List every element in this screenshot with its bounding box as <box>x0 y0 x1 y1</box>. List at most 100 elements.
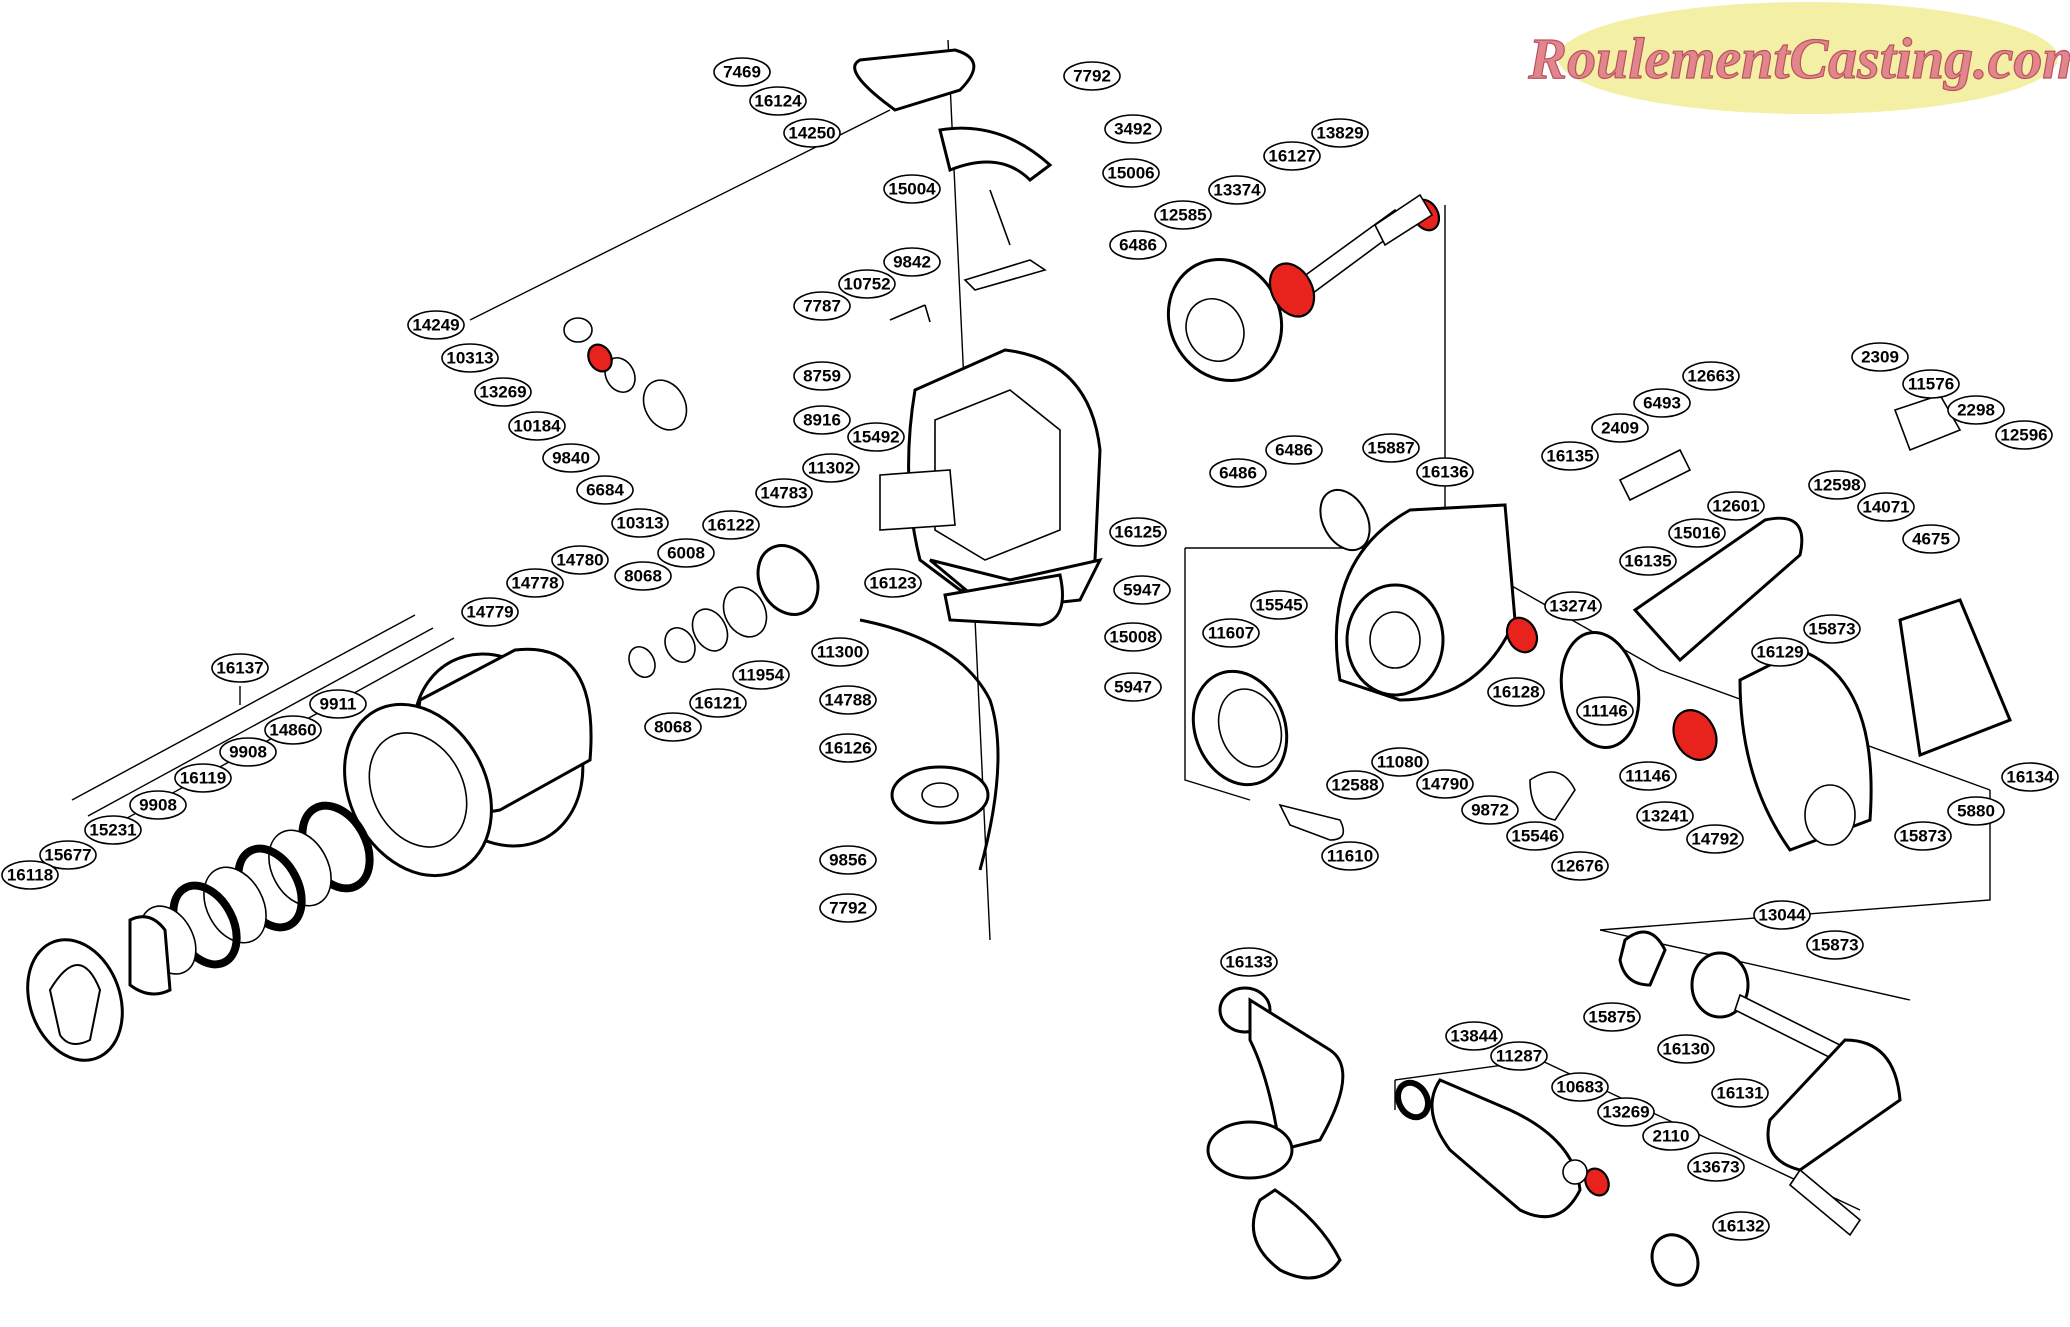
label-bubble <box>1202 618 1260 648</box>
part-number: 11610 <box>1327 847 1373 866</box>
part-label-15004: 15004 <box>883 174 941 204</box>
part-label-14783: 14783 <box>755 478 813 508</box>
label-bubble <box>1902 524 1960 554</box>
part-number: 12596 <box>2000 426 2047 445</box>
part-number: 14779 <box>466 603 513 622</box>
part-number: 16128 <box>1492 683 1539 702</box>
part-number: 11576 <box>1908 375 1954 394</box>
part-label-16125: 16125 <box>1109 517 1167 547</box>
part-label-5880: 5880 <box>1947 796 2005 826</box>
part-number: 8759 <box>803 367 841 386</box>
part-number: 11287 <box>1496 1047 1542 1066</box>
label-bubble <box>407 310 465 340</box>
part-number: 10313 <box>616 514 663 533</box>
part-label-2110: 2110 <box>1642 1121 1700 1151</box>
label-bubble <box>1326 770 1384 800</box>
part-label-2409: 2409 <box>1591 413 1649 443</box>
label-bubble <box>219 737 277 767</box>
part-number: 14249 <box>412 316 459 335</box>
part-number: 15546 <box>1511 827 1558 846</box>
part-label-9856: 9856 <box>819 845 877 875</box>
part-label-12676: 12676 <box>1551 851 1609 881</box>
part-label-11146: 11146 <box>1619 761 1677 791</box>
part-label-15875: 15875 <box>1583 1002 1641 1032</box>
part-label-6486: 6486 <box>1265 435 1323 465</box>
part-number: 14778 <box>511 574 558 593</box>
label-bubble <box>1220 947 1278 977</box>
part-number: 16135 <box>1624 552 1671 571</box>
label-bubble <box>883 247 941 277</box>
label-bubble <box>1104 622 1162 652</box>
part-number: 16118 <box>7 866 53 885</box>
part-label-9842: 9842 <box>883 247 941 277</box>
part-number: 2409 <box>1601 419 1639 438</box>
label-bubble <box>576 475 634 505</box>
label-bubble <box>441 343 499 373</box>
part-number: 6486 <box>1275 441 1313 460</box>
part-number: 15004 <box>888 180 936 199</box>
part-label-9872: 9872 <box>1461 795 1519 825</box>
part-label-16136: 16136 <box>1416 457 1474 487</box>
part-label-8916: 8916 <box>793 405 851 435</box>
gearbox-assembly <box>1191 394 2012 852</box>
part-number: 8916 <box>803 411 841 430</box>
label-bubble <box>1109 517 1167 547</box>
part-number: 9908 <box>139 796 177 815</box>
part-label-14778: 14778 <box>506 568 564 598</box>
part-number: 3492 <box>1114 120 1152 139</box>
label-bubble <box>474 377 532 407</box>
part-number: 13844 <box>1450 1027 1498 1046</box>
part-label-13269: 13269 <box>474 377 532 407</box>
label-bubble <box>1263 141 1321 171</box>
part-label-16135: 16135 <box>1541 441 1599 471</box>
part-label-15231: 15231 <box>84 815 142 845</box>
part-number: 12601 <box>1712 497 1759 516</box>
part-number: 2298 <box>1957 401 1995 420</box>
watermark-logo: RoulementCasting.com <box>1527 2 2070 114</box>
part-label-12598: 12598 <box>1808 470 1866 500</box>
part-number: 9840 <box>552 449 590 468</box>
label-bubble <box>1544 591 1602 621</box>
label-bubble <box>644 712 702 742</box>
label-bubble <box>611 508 669 538</box>
part-number: 13673 <box>1692 1158 1739 1177</box>
part-label-11287: 11287 <box>1490 1041 1548 1071</box>
part-label-15887: 15887 <box>1362 433 1420 463</box>
rotor-assembly <box>563 48 1103 871</box>
part-label-16119: 16119 <box>174 763 232 793</box>
part-number: 6008 <box>667 544 705 563</box>
label-bubble <box>1851 342 1909 372</box>
part-label-11610: 11610 <box>1321 841 1379 871</box>
part-label-14779: 14779 <box>461 597 519 627</box>
part-label-9908: 9908 <box>129 790 187 820</box>
part-number: 13241 <box>1641 807 1688 826</box>
label-bubble <box>838 269 896 299</box>
part-number: 15677 <box>44 846 91 865</box>
label-bubble <box>551 545 609 575</box>
part-number: 10752 <box>843 275 890 294</box>
part-label-16135: 16135 <box>1619 546 1677 576</box>
label-bubble <box>793 291 851 321</box>
label-bubble <box>39 840 97 870</box>
part-number: 8068 <box>654 718 692 737</box>
label-bubble <box>1995 420 2053 450</box>
part-label-15492: 15492 <box>847 422 905 452</box>
part-label-15006: 15006 <box>1102 158 1160 188</box>
label-bubble <box>1371 747 1429 777</box>
part-number: 15231 <box>89 821 136 840</box>
part-number: 6486 <box>1219 464 1257 483</box>
label-bubble <box>1687 1152 1745 1182</box>
part-label-14860: 14860 <box>264 715 322 745</box>
handle-assembly-left <box>1206 986 1345 1280</box>
part-number: 13829 <box>1316 124 1363 143</box>
label-bubble <box>689 688 747 718</box>
label-bubble <box>1109 230 1167 260</box>
part-number: 12585 <box>1159 206 1206 225</box>
part-label-16131: 16131 <box>1711 1078 1769 1108</box>
label-bubble <box>1711 1078 1769 1108</box>
part-label-13044: 13044 <box>1753 900 1811 930</box>
label-bubble <box>819 733 877 763</box>
spool-assembly <box>26 647 593 1062</box>
part-label-4675: 4675 <box>1902 524 1960 554</box>
